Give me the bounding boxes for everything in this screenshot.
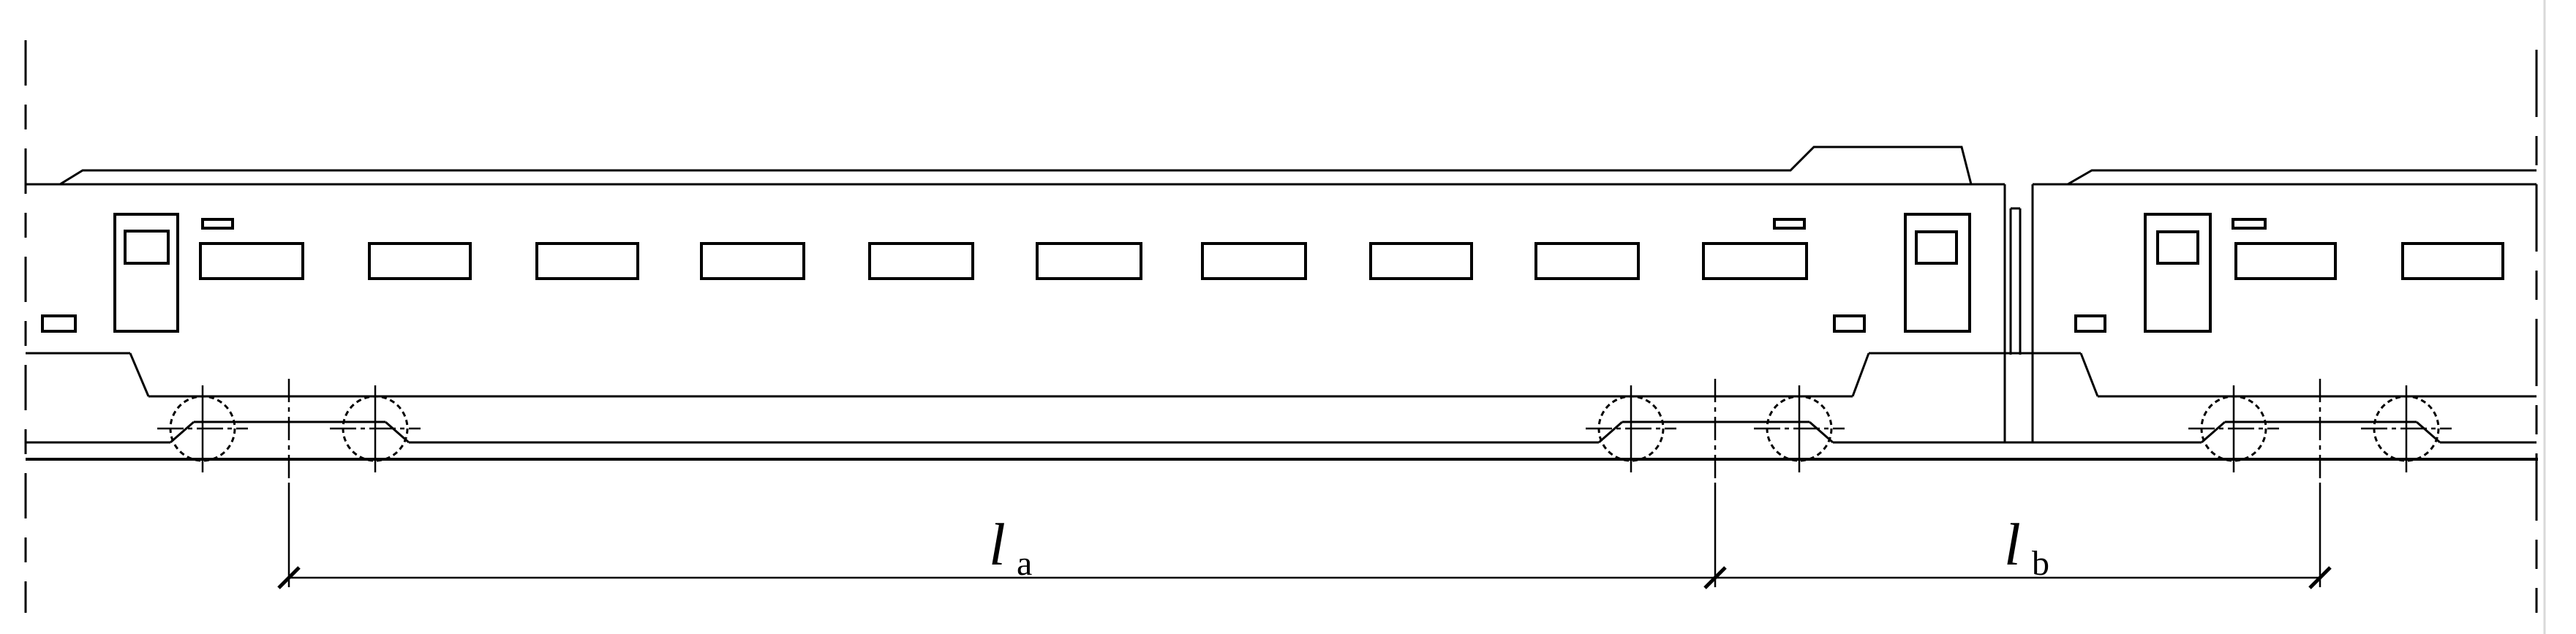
car1-window-1 bbox=[199, 242, 304, 280]
car1-window-3 bbox=[535, 242, 639, 280]
car1-roofline bbox=[59, 146, 1973, 186]
car1-skirt-slope-left bbox=[129, 352, 150, 397]
car1-left-step bbox=[41, 314, 77, 333]
wheel-5 bbox=[2200, 395, 2267, 462]
bogie2-diag-left bbox=[1598, 420, 1623, 444]
wheel-1 bbox=[169, 395, 236, 462]
dim-label-b-subscript: b bbox=[2032, 544, 2049, 583]
car1-skirt-slope-right bbox=[1851, 352, 1870, 397]
car2-door-window bbox=[2156, 230, 2199, 265]
car2-window-1 bbox=[2234, 242, 2337, 280]
car1-left-door-window bbox=[124, 230, 170, 265]
car1-right-door-window bbox=[1915, 230, 1958, 265]
dim-tick-right bbox=[2308, 566, 2332, 589]
wheel-4 bbox=[1766, 395, 1833, 462]
car1-right-door bbox=[1904, 213, 1971, 333]
wheel-2 bbox=[342, 395, 409, 462]
car1-window-4 bbox=[700, 242, 805, 280]
wheel-6 bbox=[2373, 395, 2440, 462]
car2-window-2 bbox=[2401, 242, 2504, 280]
car1-window-9 bbox=[1534, 242, 1640, 280]
dim-tick-middle bbox=[1703, 566, 1727, 589]
car2-step bbox=[2074, 314, 2106, 333]
car1-right-step bbox=[1833, 314, 1866, 333]
car1-window-5 bbox=[868, 242, 974, 280]
car1-right-vent bbox=[1773, 218, 1806, 230]
wheel-3 bbox=[1597, 395, 1665, 462]
car2-vent bbox=[2232, 218, 2267, 230]
bogie1-diag-left bbox=[170, 420, 195, 444]
bogie3-diag-left bbox=[2201, 420, 2226, 444]
car1-window-7 bbox=[1201, 242, 1307, 280]
dim-tick-left bbox=[277, 566, 301, 589]
car2-roofline bbox=[2067, 169, 2537, 186]
car1-left-door bbox=[113, 213, 179, 333]
dim-label-a-subscript: a bbox=[1017, 544, 1032, 583]
car1-window-10 bbox=[1702, 242, 1808, 280]
car1-window-2 bbox=[368, 242, 472, 280]
dim-label-b-symbol: l bbox=[2004, 511, 2021, 578]
car1-window-8 bbox=[1369, 242, 1473, 280]
car2-skirt-slope-left bbox=[2079, 352, 2099, 397]
car1-window-6 bbox=[1036, 242, 1142, 280]
car2-door bbox=[2144, 213, 2212, 333]
dim-label-a-symbol: l bbox=[989, 511, 1006, 578]
car1-left-vent bbox=[201, 218, 234, 230]
